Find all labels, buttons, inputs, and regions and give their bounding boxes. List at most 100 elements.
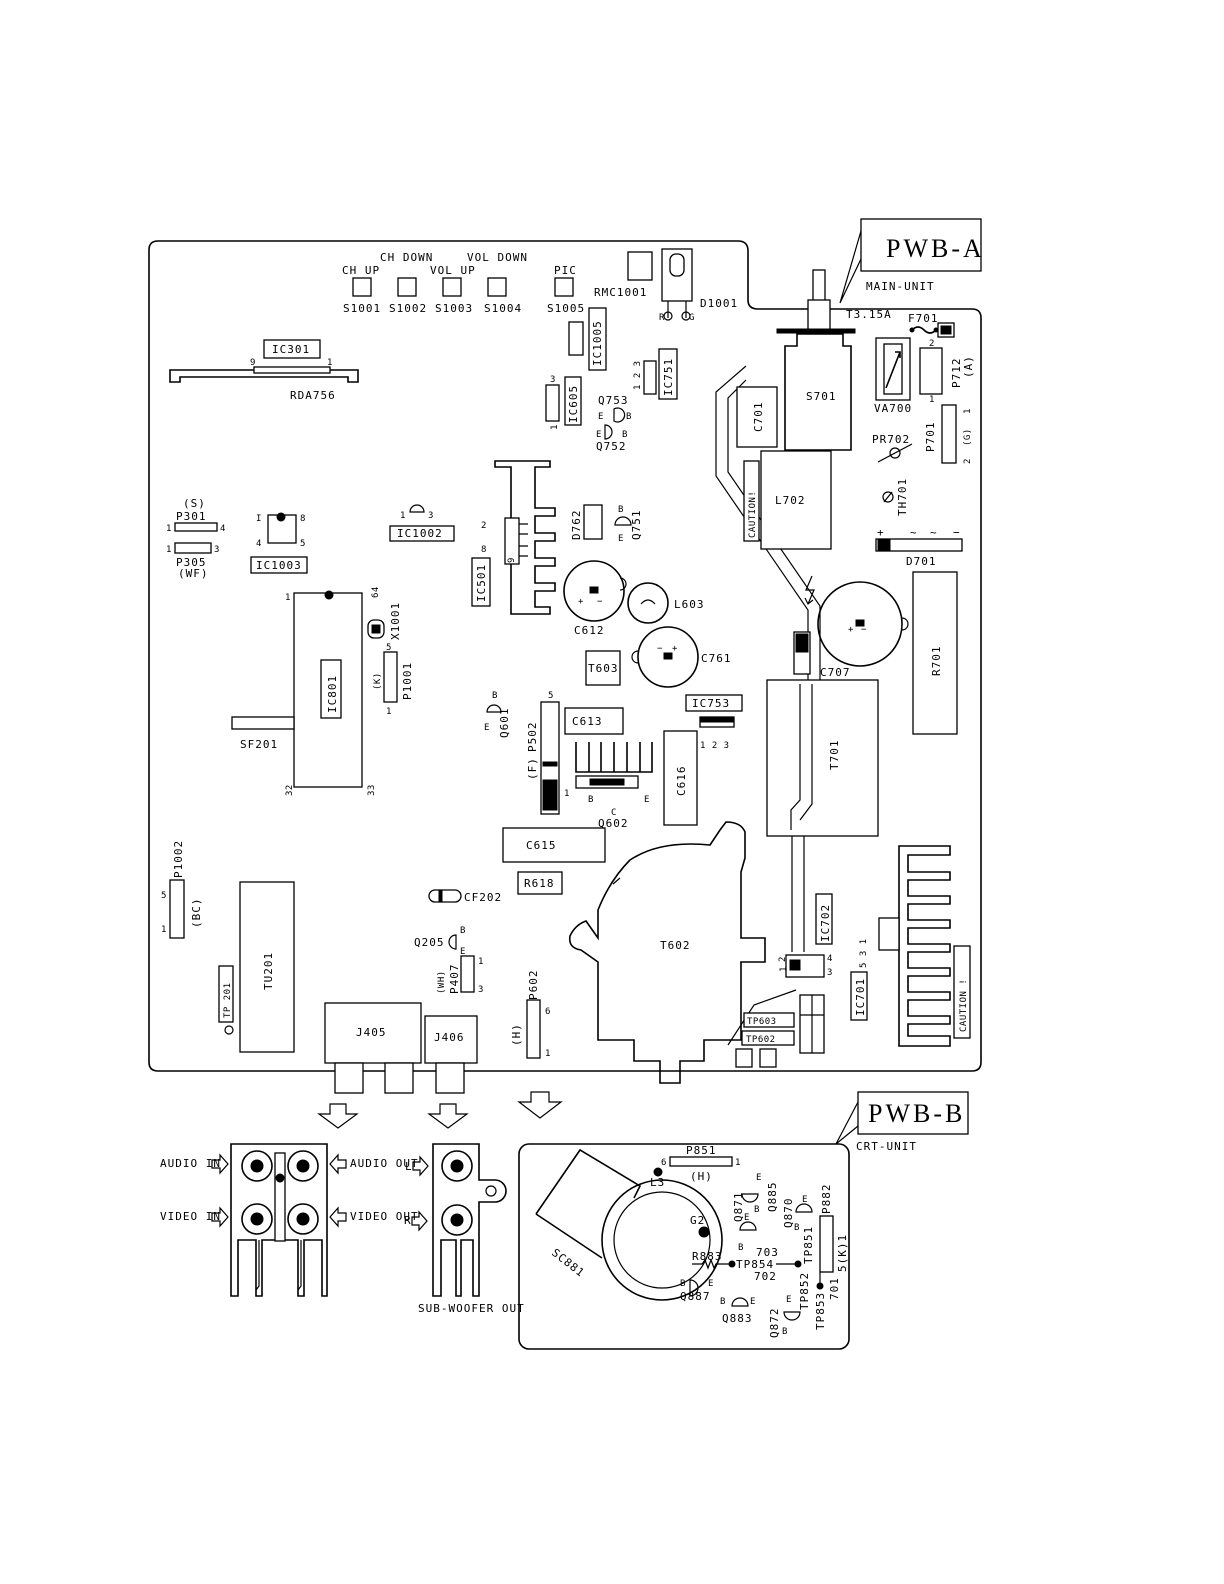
ic801-pin1: 1 (285, 593, 291, 603)
ic753-c616: IC753 1 2 3 C616 (663, 694, 743, 826)
p701-pin1: 1 (963, 408, 973, 414)
q602-pin-c: C (611, 808, 617, 818)
ic702-label: IC702 (819, 904, 832, 942)
p602-pin1: 1 (545, 1049, 551, 1059)
c616-label: C616 (675, 766, 688, 797)
crt-socket (601, 1179, 723, 1301)
q883-pin-b: B (720, 1297, 726, 1307)
l603-label: L603 (674, 598, 705, 611)
p305-pin3: 3 (214, 545, 220, 555)
ic702-pin4: 4 (827, 954, 833, 964)
caution-label-2: CAUTION ! (959, 979, 969, 1032)
p407-pin3: 3 (478, 985, 484, 995)
p1002-pin1: 1 (161, 925, 167, 935)
q887-pin-b: B (680, 1279, 686, 1289)
q751-pin-b: B (618, 505, 624, 515)
remote-sensor: RMC1001 R G D1001 (594, 248, 737, 323)
q602-pin-e: E (644, 795, 650, 805)
q871-label: Q871 (732, 1192, 745, 1223)
q753-pin-b: B (626, 412, 632, 422)
led-pin-g: G (689, 313, 695, 323)
pwb-a-subtitle: MAIN-UNIT (866, 280, 935, 293)
heatsink-ic501: 2 8 9 IC501 (471, 460, 556, 615)
ic301-label: IC301 (272, 343, 310, 356)
sc881-label: SC881 (549, 1246, 587, 1280)
q753-pin-e: E (598, 412, 604, 422)
p602-group: P602 6 1 (H) (510, 970, 551, 1060)
c707-minus: − (861, 625, 867, 635)
fuse-rating-label: T3.15A (846, 308, 892, 321)
ic751-pins: 1 2 3 (633, 360, 643, 390)
l702-label: L702 (775, 494, 806, 507)
p851-label: P851 (686, 1144, 717, 1157)
c615-r618-cf202: C615 R618 CF202 (428, 827, 606, 904)
ic751-group: IC751 1 2 3 (633, 348, 678, 400)
switch-s1003 (442, 277, 462, 297)
tp853-label: TP853 (814, 1292, 827, 1330)
q601-pin-b: B (492, 691, 498, 701)
p1002-label: P1002 (172, 840, 185, 878)
r-label: R (404, 1214, 412, 1227)
q751-pin-e: E (618, 534, 624, 544)
p305-pin1: 1 (166, 545, 172, 555)
p882-label: P882 (820, 1184, 833, 1215)
switch-s1002 (397, 277, 417, 297)
q601-p502: B E Q601 5 1 P502 (F) (484, 691, 569, 815)
p712-label: P712 (950, 358, 963, 389)
q870-label: Q870 (782, 1198, 795, 1229)
ic702-ic701-heatsink: IC702 2 1 3 4 IC701 5 3 1 CAUTION ! (778, 836, 971, 1047)
ic1003-pin4: 4 (256, 539, 262, 549)
q885-pin-e: E (756, 1173, 762, 1183)
s1003-label: S1003 (435, 302, 473, 315)
r618-label: R618 (524, 877, 555, 890)
p712-pin1: 1 (929, 395, 935, 405)
net-702-label: 702 (754, 1270, 777, 1283)
p502-label: P502 (526, 722, 539, 753)
q205-pin-b: B (460, 926, 466, 936)
p602-pin6: 6 (545, 1007, 551, 1017)
pwb-a-title: PWB-A (886, 234, 985, 263)
t602-group: T602 (568, 821, 766, 1084)
p851-pin6: 6 (661, 1158, 667, 1168)
p712-sub-label: (A) (962, 355, 975, 378)
ic701-pins: 5 3 1 (859, 938, 869, 968)
ic801-group: IC801 1 64 32 33 X1001 (K) P1001 5 1 SF2… (231, 586, 414, 796)
q752-pin-b: B (622, 430, 628, 440)
q870-pin-e: E (802, 1195, 808, 1205)
p305-sub: (WF) (178, 567, 209, 580)
p1001-label: P1001 (401, 662, 414, 700)
p602-label: P602 (527, 970, 540, 1001)
p701-pin2: 2 (963, 458, 973, 464)
vol-up-label: VOL UP (430, 264, 476, 277)
tp854-label: TP854 (736, 1258, 774, 1271)
c701-l702-group: C701 L702 CAUTION! (736, 386, 832, 550)
p602-sub: (H) (510, 1023, 523, 1046)
down-arrows (317, 1091, 563, 1129)
d762-label: D762 (570, 510, 583, 541)
ic1003-pin5: 5 (300, 539, 306, 549)
t603-label: T603 (588, 662, 619, 675)
ic605-pin3: 3 (550, 375, 556, 385)
ic801-pin33: 33 (367, 784, 377, 796)
pr702-label: PR702 (872, 433, 910, 446)
p701-sub-label: (G) (963, 428, 973, 446)
l-label: L (405, 1160, 413, 1173)
q602-label: Q602 (598, 817, 629, 830)
net-701-label: 701 (828, 1277, 841, 1300)
led-pin-r: R (659, 313, 665, 323)
jack-blocks: J405 J406 (324, 1002, 478, 1094)
j405-label: J405 (356, 1026, 387, 1039)
c707-group: + − C707 (793, 575, 909, 679)
q871-pin-e: E (744, 1213, 750, 1223)
ic605-group: IC605 3 1 (545, 375, 582, 430)
ic1003-label: IC1003 (256, 559, 302, 572)
ic801-pin32: 32 (285, 784, 295, 796)
th701-label: TH701 (896, 478, 909, 516)
ic701-label: IC701 (854, 978, 867, 1016)
pwb-b-board: PWB-B CRT-UNIT P851 6 1 (H) L3 SC881 G2 … (518, 1091, 969, 1350)
p1001-pin1: 1 (386, 707, 392, 717)
audio-in-label: AUDIO IN (160, 1157, 221, 1170)
q872-pin-e: E (786, 1295, 792, 1305)
tu201-label: TU201 (262, 952, 275, 990)
ic753-pins: 1 2 3 (700, 741, 730, 751)
